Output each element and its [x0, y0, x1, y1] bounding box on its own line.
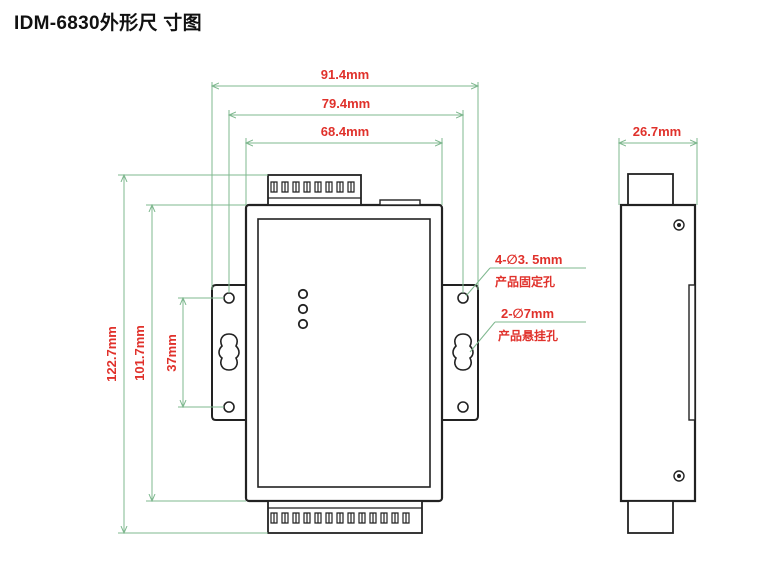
dim-height-overall: 122.7mm [104, 326, 119, 382]
side-screw-bottom [673, 470, 685, 482]
side-top-connector [627, 173, 674, 206]
dim-width-terminal: 68.4mm [321, 124, 369, 139]
hang-hole-left [218, 333, 240, 371]
side-body [619, 203, 697, 503]
front-panel [257, 218, 431, 488]
top-terminal-block [267, 174, 362, 206]
side-view [619, 173, 697, 534]
dim-depth: 26.7mm [633, 124, 681, 139]
fix-hole-spec: 4-∅3. 5mm [495, 252, 563, 267]
dim-width-overall: 91.4mm [321, 67, 369, 82]
dim-mount-spacing: 37mm [164, 334, 179, 372]
led-indicator-2 [297, 303, 309, 315]
hang-hole-label: 产品悬挂孔 [498, 328, 558, 343]
side-bottom-connector [627, 500, 674, 534]
page-title: IDM-6830外形尺 寸图 [14, 13, 202, 34]
dim-width-mount: 79.4mm [322, 96, 370, 111]
dim-height-body: 101.7mm [132, 325, 147, 381]
side-screw-top [673, 219, 685, 231]
hang-hole-spec: 2-∅7mm [501, 306, 554, 321]
front-view [211, 174, 479, 534]
led-indicator-1 [297, 288, 309, 300]
led-indicator-3 [297, 318, 309, 330]
bottom-terminal-block [267, 500, 423, 534]
left-mount-ear [211, 284, 246, 421]
fix-hole-label: 产品固定孔 [495, 274, 555, 289]
dimension-lines [118, 82, 586, 533]
fix-hole-bottom-right [457, 401, 469, 413]
hang-hole-right [452, 333, 474, 371]
